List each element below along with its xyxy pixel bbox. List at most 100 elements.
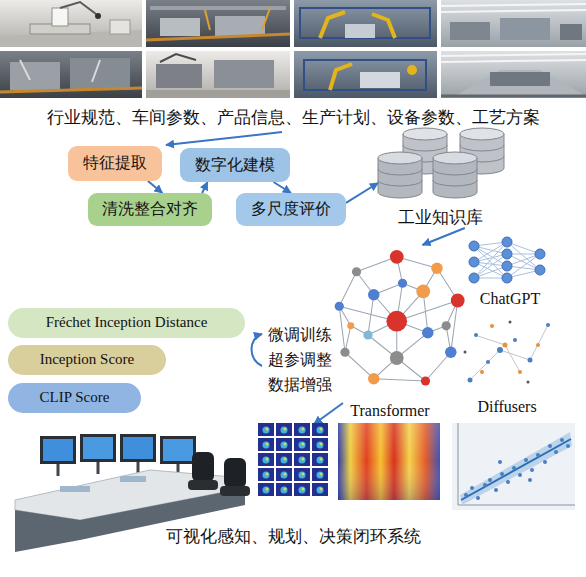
annotation-label: 超参调整 (268, 351, 332, 369)
regression-plot (566, 444, 570, 448)
scatter-icon (536, 343, 540, 347)
control-room (43, 439, 73, 461)
flow-arrow (346, 183, 378, 203)
regression-plot (452, 423, 575, 510)
factory-photos (294, 51, 437, 98)
process-box: 特征提取 (68, 146, 162, 181)
control-room (224, 458, 246, 488)
control-room (220, 486, 250, 496)
factory-photos (500, 18, 550, 40)
factory-photos (560, 24, 582, 40)
metric-pill: CLIP Score (8, 383, 141, 413)
annotation-label: 行业规范、车间参数、产品信息、生产计划、设备参数、工艺方案 (47, 108, 540, 128)
node-text: 数字化建模 (195, 156, 275, 174)
control-room (120, 476, 146, 482)
network-graph (445, 347, 457, 359)
scatter-icon (528, 358, 533, 363)
network-graph (421, 376, 430, 385)
model-node: Transformer (325, 245, 455, 420)
process-box: 多尺度评价 (236, 193, 346, 226)
feature-maps (338, 423, 440, 500)
node-text: Fréchet Inception Distance (46, 314, 208, 331)
scatter-icon (475, 335, 520, 372)
scatter-icon (546, 323, 550, 327)
control-room (120, 434, 156, 462)
regression-plot (512, 466, 516, 470)
factory-photos (95, 13, 101, 19)
flow-arrow (148, 181, 163, 193)
factory-photos (455, 70, 586, 96)
feature-maps (338, 423, 440, 500)
neural-net-icon (502, 273, 512, 283)
neural-net-icon (535, 265, 545, 275)
network-graph (347, 322, 354, 329)
factory-photos (214, 60, 274, 88)
flow-arrow (202, 182, 207, 193)
node-text: 工业知识库 (398, 208, 483, 228)
factory-photos (441, 95, 586, 98)
regression-plot (452, 423, 575, 510)
scatter-icon (464, 321, 530, 384)
factory-photos (441, 51, 586, 98)
factory-photos (160, 54, 196, 62)
network-graph (442, 321, 451, 330)
regression-plot (498, 460, 502, 464)
scatter-icon (503, 343, 508, 348)
neural-net-icon (469, 241, 479, 251)
scatter-icon (470, 325, 548, 380)
node-text: Inception Score (40, 351, 135, 368)
node-text: Transformer (350, 402, 429, 420)
regression-plot (461, 439, 571, 500)
knowledge-base: 工业知识库 (378, 128, 502, 228)
factory-photos (441, 4, 586, 12)
neural-net-icon (502, 249, 512, 259)
factory-photos (0, 88, 142, 92)
network-graph (398, 279, 407, 288)
annotation-label: 数据增强 (268, 376, 332, 394)
network-graph (368, 373, 380, 385)
database-icon (403, 128, 447, 140)
network-graph (390, 250, 404, 264)
scatter-icon (468, 378, 473, 383)
network-graph (363, 330, 372, 339)
arrow (166, 132, 343, 424)
network-graph (431, 263, 443, 275)
database-icon (433, 169, 477, 186)
regression-plot (476, 496, 480, 500)
factory-photos (20, 60, 100, 82)
network-graph (422, 327, 434, 339)
factory-photos (330, 64, 352, 90)
flow-arrow (274, 182, 292, 193)
metric-pill: Fréchet Inception Distance (8, 308, 245, 338)
network-graph (340, 348, 349, 357)
arrow (166, 132, 282, 145)
flow-arrow (423, 228, 465, 245)
regression-plot (470, 486, 474, 490)
neural-net-icon (469, 257, 479, 267)
node-text: CLIP Score (40, 389, 110, 406)
network-graph (416, 284, 430, 298)
scatter-icon (490, 324, 494, 328)
regression-plot (460, 432, 572, 505)
control-room (163, 439, 193, 461)
database-icon (460, 128, 504, 140)
scatter-icon (497, 347, 503, 353)
factory-photos (407, 65, 417, 75)
scatter-icon (513, 338, 517, 342)
factory-photos (0, 51, 142, 98)
network-graph (386, 311, 407, 332)
process-box: 数字化建模 (180, 148, 290, 182)
scatter-icon (509, 321, 512, 324)
neural-net-icon (502, 261, 512, 271)
regression-plot (528, 478, 532, 482)
annotation-label: Diffusers (477, 398, 536, 416)
neural-net-icon (502, 237, 512, 247)
network-graph (390, 351, 404, 365)
factory-photos (215, 16, 265, 36)
node-text: 多尺度评价 (251, 200, 331, 218)
control-room (40, 436, 76, 464)
network-graph (339, 257, 457, 381)
factory-photos (441, 54, 586, 62)
